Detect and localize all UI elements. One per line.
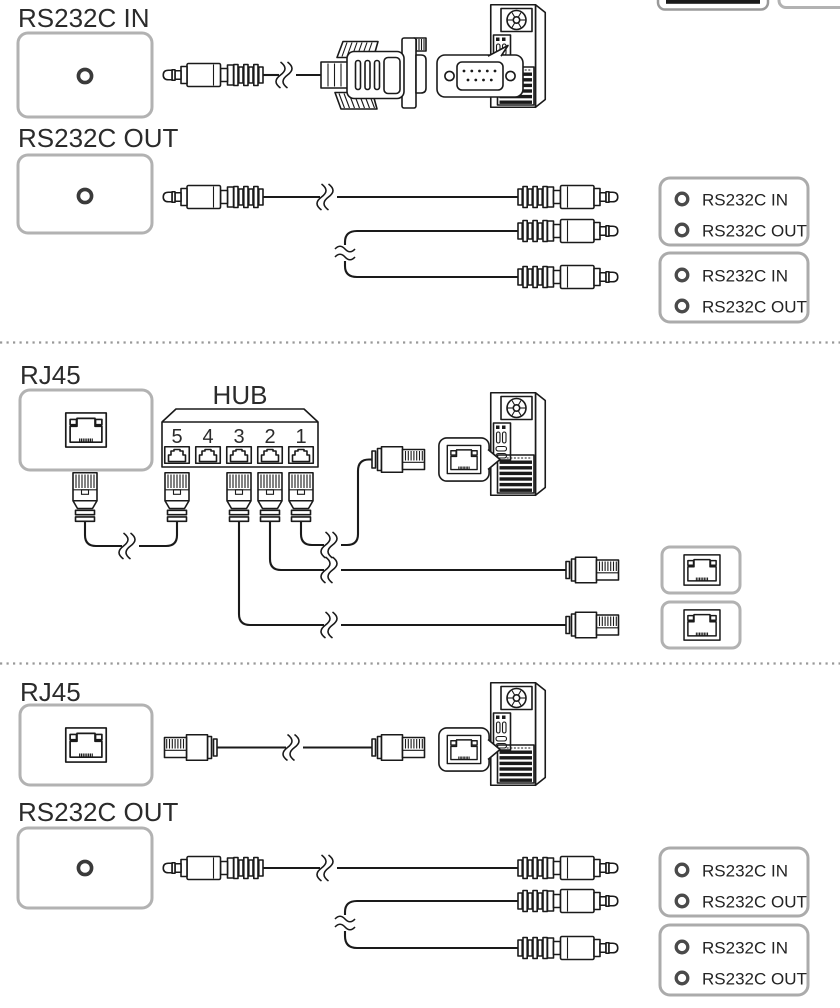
stereo-port-icon: [76, 859, 94, 877]
cutoff-panel-b: [777, 0, 840, 9]
port-circle-icon: [674, 222, 690, 238]
stereo-plug-icon: [162, 62, 264, 88]
rj45-plug-icon: [287, 471, 315, 529]
rj45-plug-icon: [225, 471, 253, 529]
legend-box: RS232C IN RS232C OUT: [658, 923, 810, 997]
stereo-plug-icon: [517, 855, 619, 881]
legend-row-label: RS232C OUT: [702, 970, 807, 989]
cable: [237, 527, 324, 627]
db9-serial-connector-icon: [320, 37, 427, 110]
rs232c-out-label: RS232C OUT: [18, 123, 178, 153]
port-circle-icon: [674, 191, 690, 207]
loop-cable: [343, 229, 518, 245]
loop-cable: [343, 261, 518, 279]
section-rj45-hub: RJ45 HUB 5 4 3 2 1: [18, 360, 742, 650]
port-circle-icon: [674, 970, 690, 986]
legend-box: RS232C IN RS232C OUT: [658, 176, 810, 247]
hub-label: HUB: [213, 380, 268, 410]
legend-row-label: RS232C IN: [702, 939, 788, 958]
cable-break-icon: [334, 245, 356, 261]
stereo-plug-icon: [162, 855, 264, 881]
legend-row-label: RS232C OUT: [702, 222, 807, 241]
hub-port-number: 2: [264, 426, 275, 448]
legend-box: RS232C IN RS232C OUT: [658, 251, 810, 324]
port-circle-icon: [674, 939, 690, 955]
cable: [83, 527, 122, 548]
port-circle-icon: [674, 267, 690, 283]
stereo-plug-icon: [517, 264, 619, 290]
hub-port-icon: [287, 445, 315, 465]
cable: [299, 527, 324, 547]
legend-box: RS232C IN RS232C OUT: [658, 846, 810, 918]
rj45-plug-icon: [371, 733, 426, 762]
rj45-plug-icon: [256, 471, 284, 529]
db9-port-callout: [436, 44, 524, 98]
stereo-plug-icon: [517, 184, 619, 210]
rj45-plug-icon: [163, 733, 218, 762]
cable-break-icon: [334, 915, 356, 931]
rs232c-out-port-box: [16, 826, 154, 910]
loop-cable: [343, 899, 518, 915]
hub-port-icon: [163, 445, 191, 465]
legend-row-label: RS232C OUT: [702, 298, 807, 317]
loop-cable: [343, 931, 518, 950]
port-circle-icon: [674, 298, 690, 314]
stereo-plug-icon: [517, 935, 619, 961]
stereo-port-icon: [76, 187, 94, 205]
db9-pins: [462, 69, 497, 82]
rj45-label: RJ45: [20, 360, 81, 390]
rs232c-out-port-box: [16, 153, 154, 235]
pc-tower-icon: [489, 681, 547, 787]
hub-port-number: 1: [295, 426, 306, 448]
rj45-port-box: [18, 388, 154, 472]
network-hub-icon: 5 4 3 2 1: [161, 408, 319, 468]
rj45-plug-icon: [371, 445, 426, 474]
hub-port-icon: [256, 445, 284, 465]
hub-port-icon: [194, 445, 222, 465]
pc-tower-icon: [489, 391, 547, 497]
rj45-label: RJ45: [20, 677, 81, 707]
hub-port-number: 3: [233, 426, 244, 448]
stereo-plug-icon: [517, 888, 619, 914]
rs232c-out-label: RS232C OUT: [18, 797, 178, 827]
legend-row-label: RS232C IN: [702, 267, 788, 286]
section-rj45-direct: RJ45 RS232C OUT RS232C IN: [16, 677, 810, 997]
hub-port-icon: [225, 445, 253, 465]
cutoff-panel-a: [656, 0, 770, 11]
cable: [268, 527, 324, 572]
hub-port-number: 5: [171, 426, 182, 448]
cable: [139, 527, 179, 548]
hub-port-number: 4: [202, 426, 213, 448]
legend-row-label: RS232C IN: [702, 862, 788, 881]
legend-row-label: RS232C OUT: [702, 893, 807, 912]
rs232c-in-port-box: [16, 31, 154, 119]
rj45-legend-box: [660, 600, 742, 650]
rj45-plug-icon: [71, 471, 99, 529]
section-rs232c-daisy-chain: RS232C IN: [16, 0, 840, 324]
rj45-port-box: [18, 703, 154, 787]
port-circle-icon: [674, 862, 690, 878]
rs232c-in-label: RS232C IN: [18, 3, 150, 33]
stereo-plug-icon: [162, 184, 264, 210]
stereo-plug-icon: [517, 218, 619, 244]
rj45-plug-icon: [565, 556, 620, 584]
port-circle-icon: [674, 893, 690, 909]
rj45-plug-icon: [565, 611, 620, 639]
legend-row-label: RS232C IN: [702, 191, 788, 210]
cable: [341, 458, 372, 547]
rj45-legend-box: [660, 545, 742, 595]
rj45-plug-icon: [163, 471, 191, 529]
stereo-port-icon: [76, 67, 94, 85]
